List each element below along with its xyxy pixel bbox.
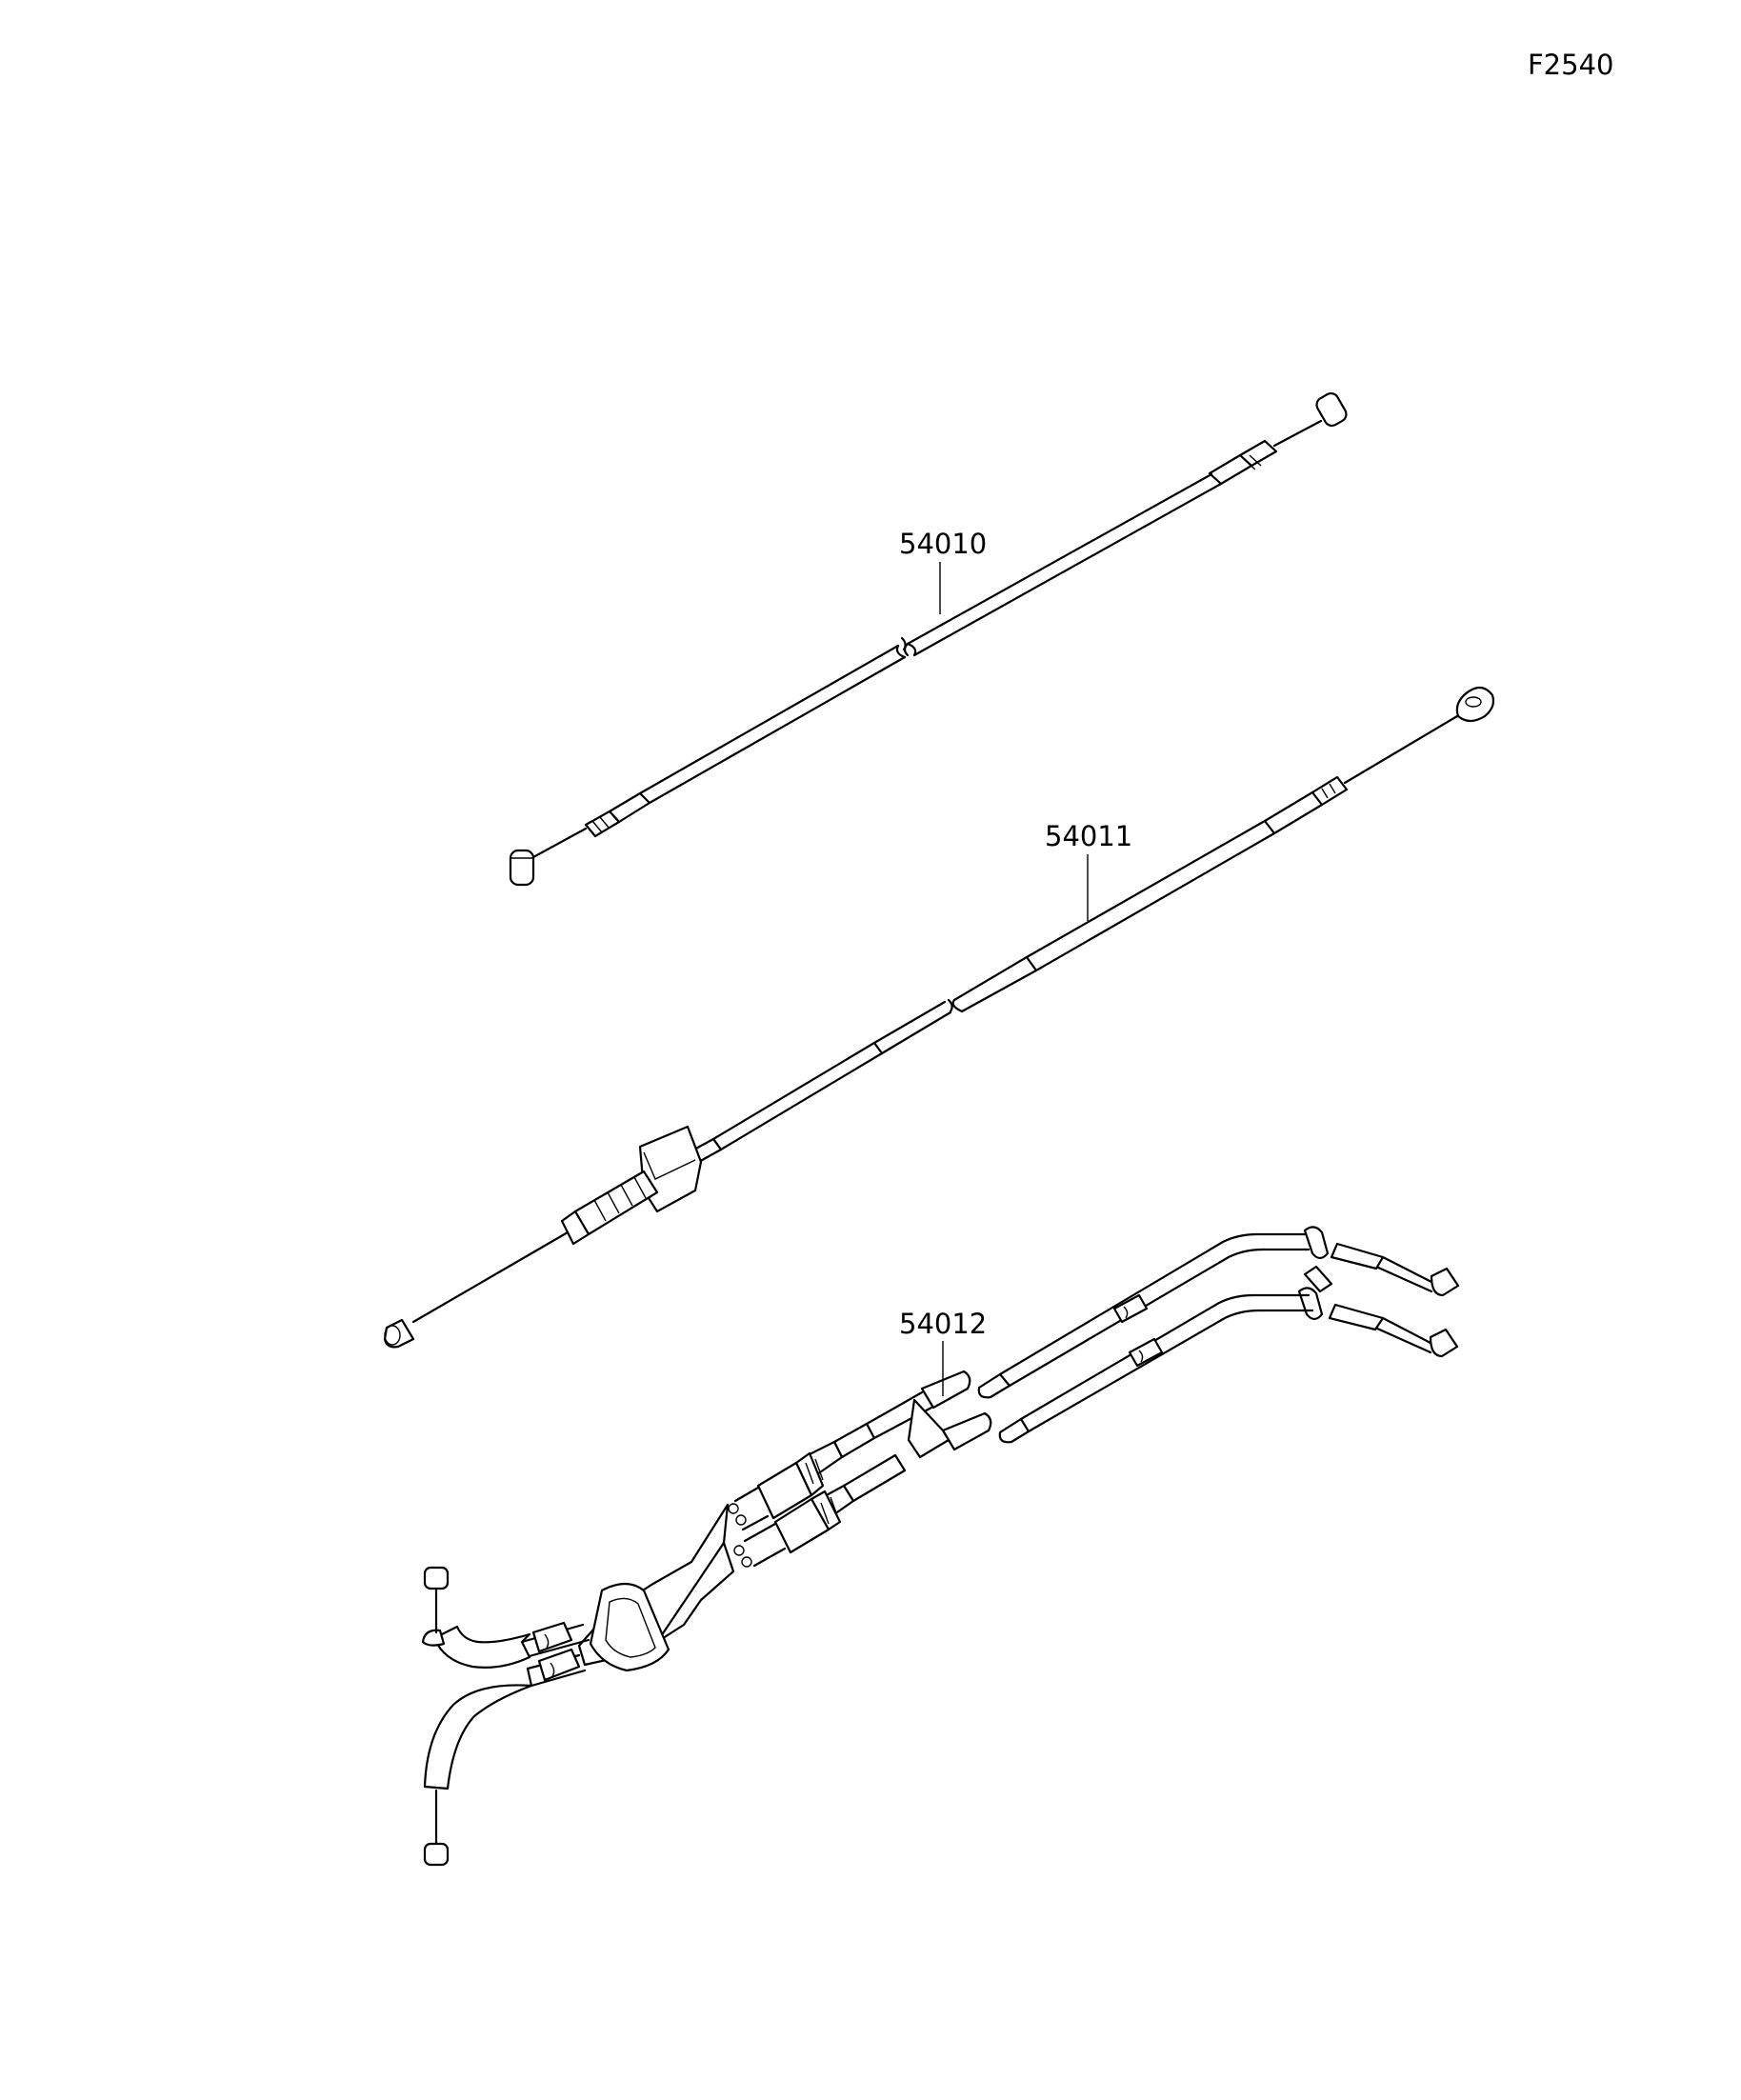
cable-54011[interactable] (383, 686, 1495, 1349)
part-number-54011: 54011 (1045, 820, 1132, 852)
leader-54012: 54012 (899, 1308, 987, 1396)
cable-54012[interactable] (421, 1226, 1460, 1867)
leader-54010: 54010 (899, 528, 987, 614)
cable-54010[interactable] (509, 390, 1349, 887)
part-number-54012: 54012 (899, 1308, 987, 1340)
part-number-54010: 54010 (899, 528, 987, 560)
figure-code: F2540 (1528, 49, 1613, 81)
leader-54011: 54011 (1045, 820, 1132, 921)
